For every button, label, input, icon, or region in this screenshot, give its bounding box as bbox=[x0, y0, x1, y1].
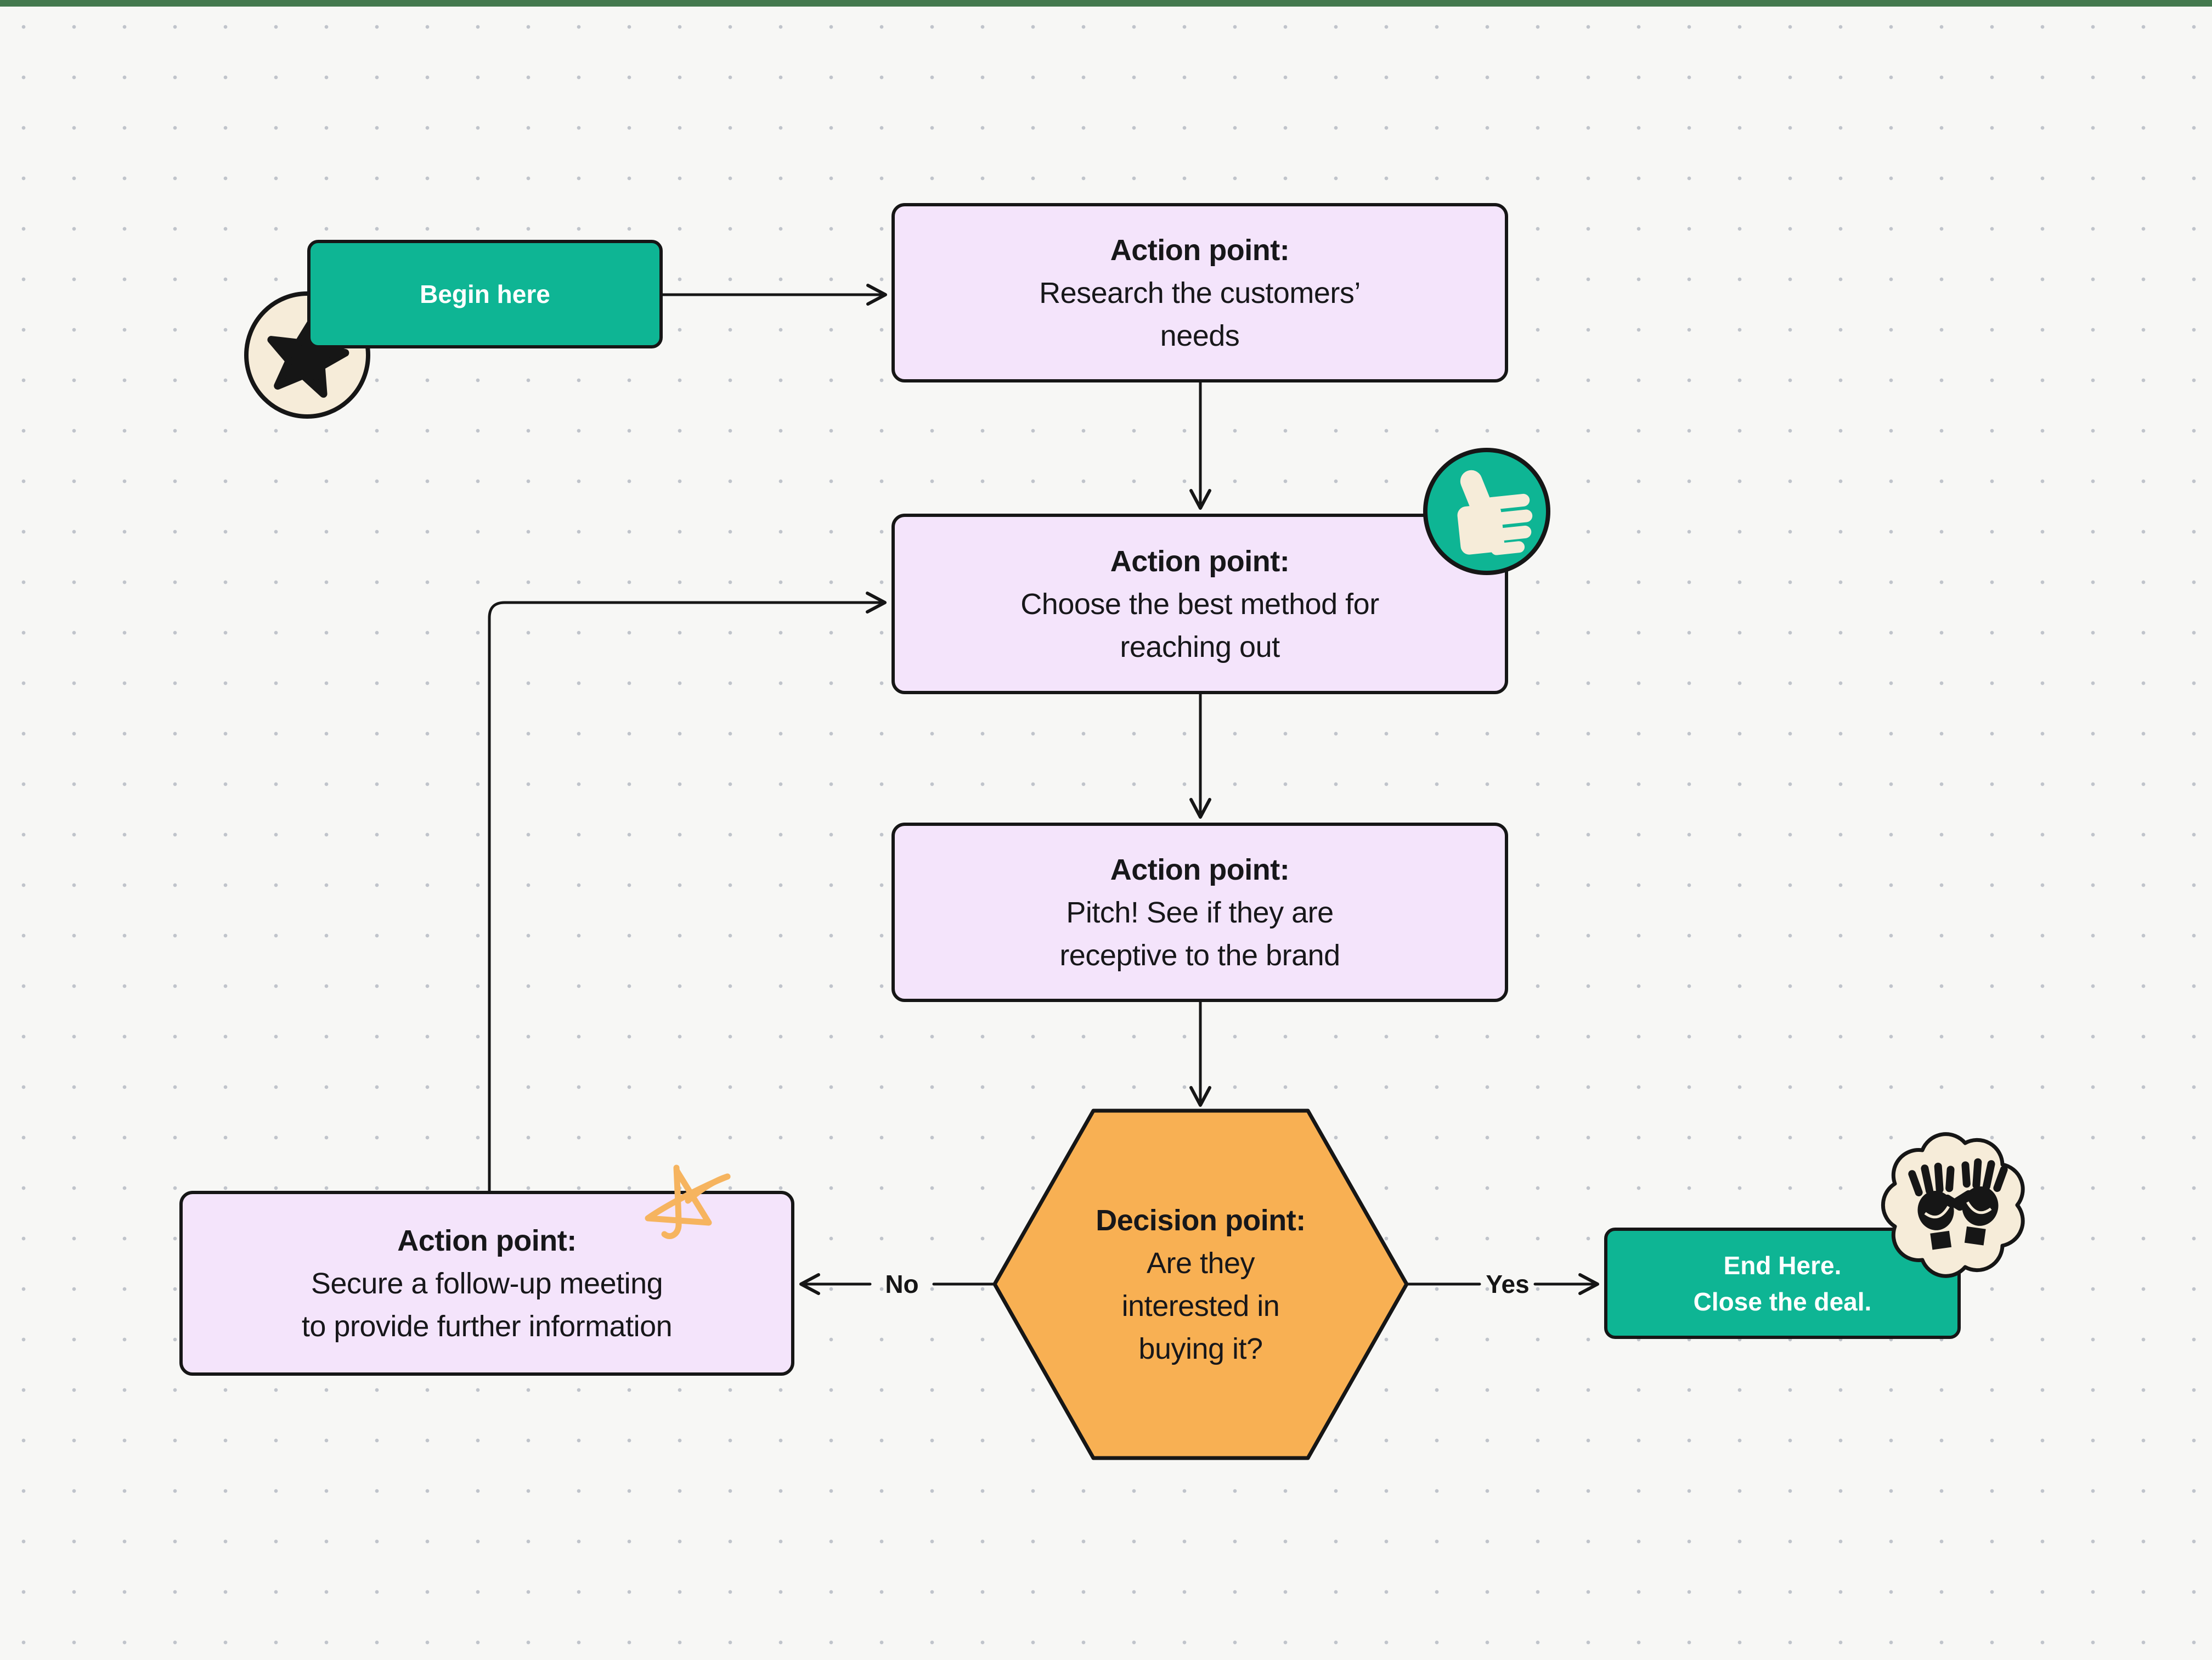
decision-node-line: interested in bbox=[1121, 1289, 1280, 1323]
edge-label-yes[interactable]: Yes bbox=[1486, 1270, 1530, 1298]
high-five-icon bbox=[1908, 1158, 2008, 1250]
decision-node-title: Decision point: bbox=[1096, 1203, 1306, 1237]
start-node[interactable]: Begin here bbox=[307, 240, 663, 348]
decision-node-shape[interactable] bbox=[977, 1089, 1426, 1479]
action-node-line: Pitch! See if they are bbox=[1066, 896, 1334, 929]
action-node-line: Choose the best method for bbox=[1020, 587, 1379, 621]
action-node-research[interactable]: Action point: Research the customers’ ne… bbox=[891, 203, 1508, 382]
action-node-title: Action point: bbox=[1110, 544, 1290, 578]
action-node-title: Action point: bbox=[1110, 853, 1290, 886]
star-icon bbox=[267, 316, 349, 398]
decision-node-line: buying it? bbox=[1138, 1332, 1263, 1365]
action-node-line: receptive to the brand bbox=[1059, 938, 1340, 972]
action-node-line: to provide further information bbox=[301, 1309, 673, 1343]
scribble-star-icon[interactable] bbox=[631, 1136, 757, 1262]
top-bar bbox=[0, 0, 2212, 7]
end-node-line: Close the deal. bbox=[1693, 1287, 1872, 1316]
edge-followup-loop-to-choose bbox=[488, 592, 887, 1192]
action-node-line: Research the customers’ bbox=[1039, 276, 1361, 310]
action-node-title: Action point: bbox=[1110, 233, 1290, 267]
action-node-choose[interactable]: Action point: Choose the best method for… bbox=[891, 514, 1508, 694]
thumbs-up-icon bbox=[1457, 470, 1533, 555]
action-node-line: reaching out bbox=[1120, 630, 1280, 663]
action-node-line: Secure a follow-up meeting bbox=[311, 1267, 663, 1300]
action-node-pitch[interactable]: Action point: Pitch! See if they are rec… bbox=[891, 823, 1508, 1002]
hexagon-shape bbox=[992, 1108, 1409, 1460]
end-node-line: End Here. bbox=[1723, 1251, 1842, 1280]
action-node-title: Action point: bbox=[397, 1224, 577, 1257]
start-node-label: Begin here bbox=[420, 280, 550, 308]
action-node-line: needs bbox=[1160, 319, 1240, 352]
scribble-star-stroke-flick bbox=[685, 1173, 731, 1204]
decision-node-line: Are they bbox=[1146, 1246, 1255, 1280]
edge-label-no[interactable]: No bbox=[885, 1270, 919, 1298]
high-five-badge[interactable] bbox=[1881, 1132, 2028, 1279]
thumbs-up-badge[interactable] bbox=[1422, 446, 1554, 578]
decision-node[interactable]: Decision point: Are they interested in b… bbox=[995, 1111, 1407, 1458]
